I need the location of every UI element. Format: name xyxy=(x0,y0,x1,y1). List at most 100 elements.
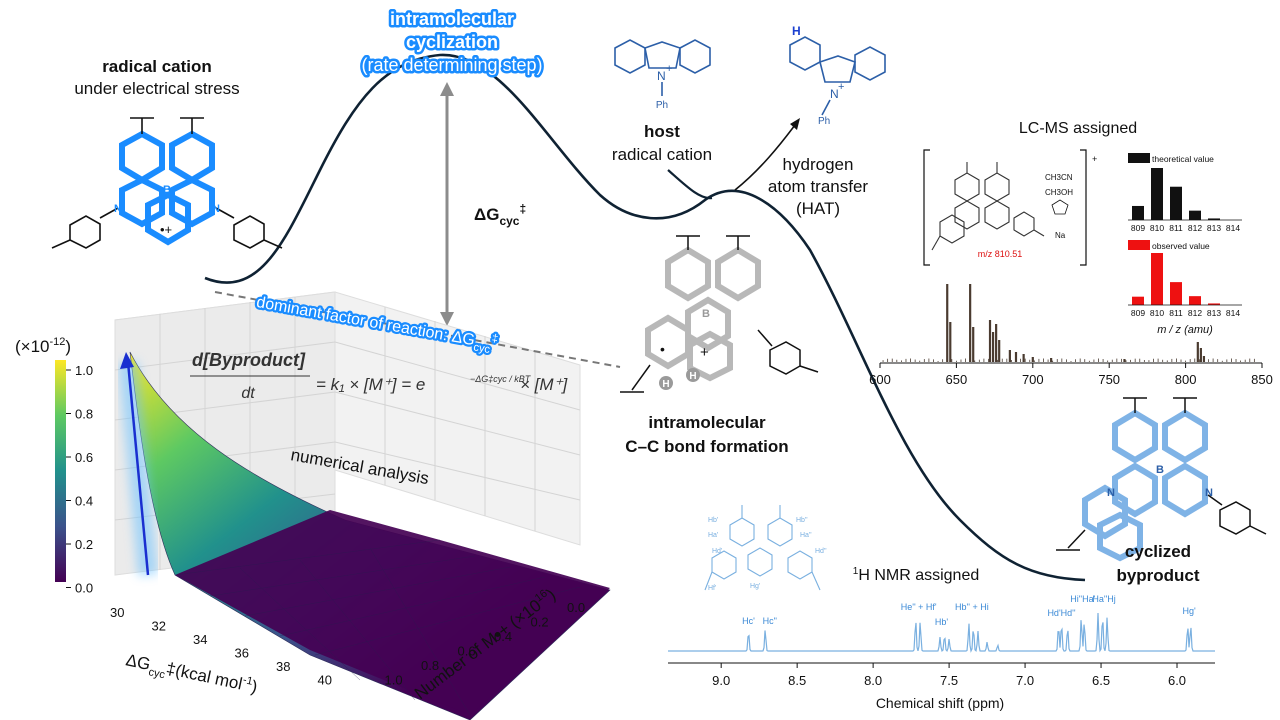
isotope-axis-label: m / z (amu) xyxy=(1157,324,1213,336)
svg-text:Hg': Hg' xyxy=(750,583,760,590)
radical-cation-symbol: •+ xyxy=(160,222,172,237)
svg-text:cyclization: cyclization xyxy=(406,32,498,52)
svg-text:C–C bond formation: C–C bond formation xyxy=(625,437,788,456)
colorbar-tick-label: 0.2 xyxy=(75,537,93,552)
ms-tick-label: 650 xyxy=(946,372,968,387)
dg-tick-label: 40 xyxy=(318,673,332,688)
theoretical-isotope-bars xyxy=(1132,168,1220,220)
boron-atom: B xyxy=(163,184,171,196)
m-tick-label: 1.0 xyxy=(385,673,403,688)
m-tick-label: 0.2 xyxy=(531,615,549,630)
svg-text:(rate determining step): (rate determining step) xyxy=(361,55,542,75)
nmr-tick-label: 9.0 xyxy=(712,673,730,688)
intermediate-radical: • xyxy=(660,341,665,357)
barrier-label: ΔGcyc‡ xyxy=(474,202,526,228)
isotope-tick-label: 814 xyxy=(1226,308,1240,318)
isotope-bar xyxy=(1189,210,1201,220)
isotope-bar xyxy=(1208,303,1220,305)
byproduct-nitrogen: N xyxy=(1107,487,1115,499)
svg-text:= k₁ × [M⁺] = e: = k₁ × [M⁺] = e xyxy=(316,375,425,394)
nmr-peak-labels: Hc'Hc''He'' + Hf'Hb'Hb'' + HiHd'Hd''Hi''… xyxy=(742,594,1196,627)
nmr-tick-label: 6.0 xyxy=(1168,673,1186,688)
isotope-bar xyxy=(1170,186,1182,220)
host-n-atom: N xyxy=(657,69,666,83)
m-tick-label: 0.8 xyxy=(421,658,439,673)
dg-tick-label: 38 xyxy=(276,659,290,674)
host-ph: Ph xyxy=(656,100,668,111)
isotope-bar xyxy=(1170,282,1182,305)
isotope-bar xyxy=(1132,205,1144,220)
thf-icon xyxy=(1051,199,1069,215)
isotope-tick-label: 809 xyxy=(1131,308,1145,318)
m-tick-label: 0.6 xyxy=(458,644,476,659)
dominant-factor-dashed-line xyxy=(214,291,621,368)
host-label: host radical cation xyxy=(612,122,712,164)
nmr-molecule xyxy=(704,505,821,591)
barrier-trend-arrow xyxy=(118,352,158,576)
isotope-bar xyxy=(1132,296,1144,305)
hat-n-atom: N xyxy=(830,87,839,101)
byproduct-substituents xyxy=(1056,397,1267,551)
isotope-bar xyxy=(1189,296,1201,305)
isotope-bar xyxy=(1208,218,1220,220)
m-tick-label: 0.4 xyxy=(494,629,512,644)
hat-product-structure xyxy=(789,36,886,116)
dg-tick-label: 34 xyxy=(193,632,207,647)
svg-text:Hf': Hf' xyxy=(708,585,716,592)
ts-label: intramolecular cyclization (rate determi… xyxy=(359,7,545,78)
isotope-tick-label: 812 xyxy=(1188,308,1202,318)
surface-wireframe xyxy=(174,539,581,716)
nmr-title: 1H NMR assigned xyxy=(853,566,980,584)
lcms-bracket xyxy=(923,149,1087,266)
radical-cation-label: radical cation under electrical stress xyxy=(74,57,239,98)
host-approach-curve xyxy=(667,169,713,200)
surface-floor xyxy=(175,510,610,715)
svg-text:Ha': Ha' xyxy=(708,532,718,539)
byproduct-nitrogen: N xyxy=(1205,487,1213,499)
colorbar-tick-label: 1.0 xyxy=(75,363,93,378)
colorbar-exponent-label: (×10-12) xyxy=(15,336,71,356)
radical-cation-structure xyxy=(51,117,283,249)
nmr-peak-label: Hg' xyxy=(1183,606,1197,616)
ms-tick-label: 700 xyxy=(1022,372,1044,387)
hat-hydrogen: H xyxy=(792,24,801,38)
host-structure xyxy=(614,39,711,96)
byproduct-boron: B xyxy=(1156,464,1164,476)
isotope-tick-label: 812 xyxy=(1188,223,1202,233)
lcms-mz-label: m/z 810.51 xyxy=(978,249,1023,259)
nmr-peak-label: Hb'' + Hi xyxy=(955,602,989,612)
svg-text:Hb'': Hb'' xyxy=(796,517,808,524)
svg-text:Hd'': Hd'' xyxy=(815,548,827,555)
svg-text:observed value: observed value xyxy=(1152,241,1210,251)
nmr-peak-label: Hc'' xyxy=(763,616,778,626)
host-charge: + xyxy=(666,63,672,75)
hat-ph: Ph xyxy=(818,116,830,127)
ms-tick-label: 600 xyxy=(869,372,891,387)
m-axis-ticks: 0.00.20.40.60.81.0 xyxy=(385,600,586,688)
theoretical-legend: theoretical value xyxy=(1128,153,1214,164)
svg-text:cyclized: cyclized xyxy=(1125,542,1191,561)
svg-text:−ΔG‡cyc / kBT: −ΔG‡cyc / kBT xyxy=(470,374,532,384)
isotope-tick-label: 810 xyxy=(1150,308,1164,318)
isotope-tick-label: 811 xyxy=(1169,223,1183,233)
nmr-tick-label: 8.0 xyxy=(864,673,882,688)
nmr-peak-label: Hc' xyxy=(742,616,755,626)
ms-tick-label: 850 xyxy=(1251,372,1273,387)
svg-text:(HAT): (HAT) xyxy=(796,199,840,218)
ms-tick-label: 750 xyxy=(1098,372,1120,387)
svg-text:CH3OH: CH3OH xyxy=(1045,188,1073,197)
intermediate-h-badge xyxy=(659,376,673,390)
nmr-peak-label: Hd'Hd'' xyxy=(1047,608,1075,618)
intermediate-substituents xyxy=(620,235,819,393)
dg-tick-label: 32 xyxy=(152,619,166,634)
colorbar-tick-label: 0.6 xyxy=(75,450,93,465)
hat-charge: + xyxy=(838,81,844,93)
intermediate-label: intramolecular C–C bond formation xyxy=(625,413,788,456)
colorbar-tick-label: 0.0 xyxy=(75,581,93,596)
byproduct-structure xyxy=(1082,409,1208,562)
svg-text:d[Byproduct]: d[Byproduct] xyxy=(192,350,306,370)
